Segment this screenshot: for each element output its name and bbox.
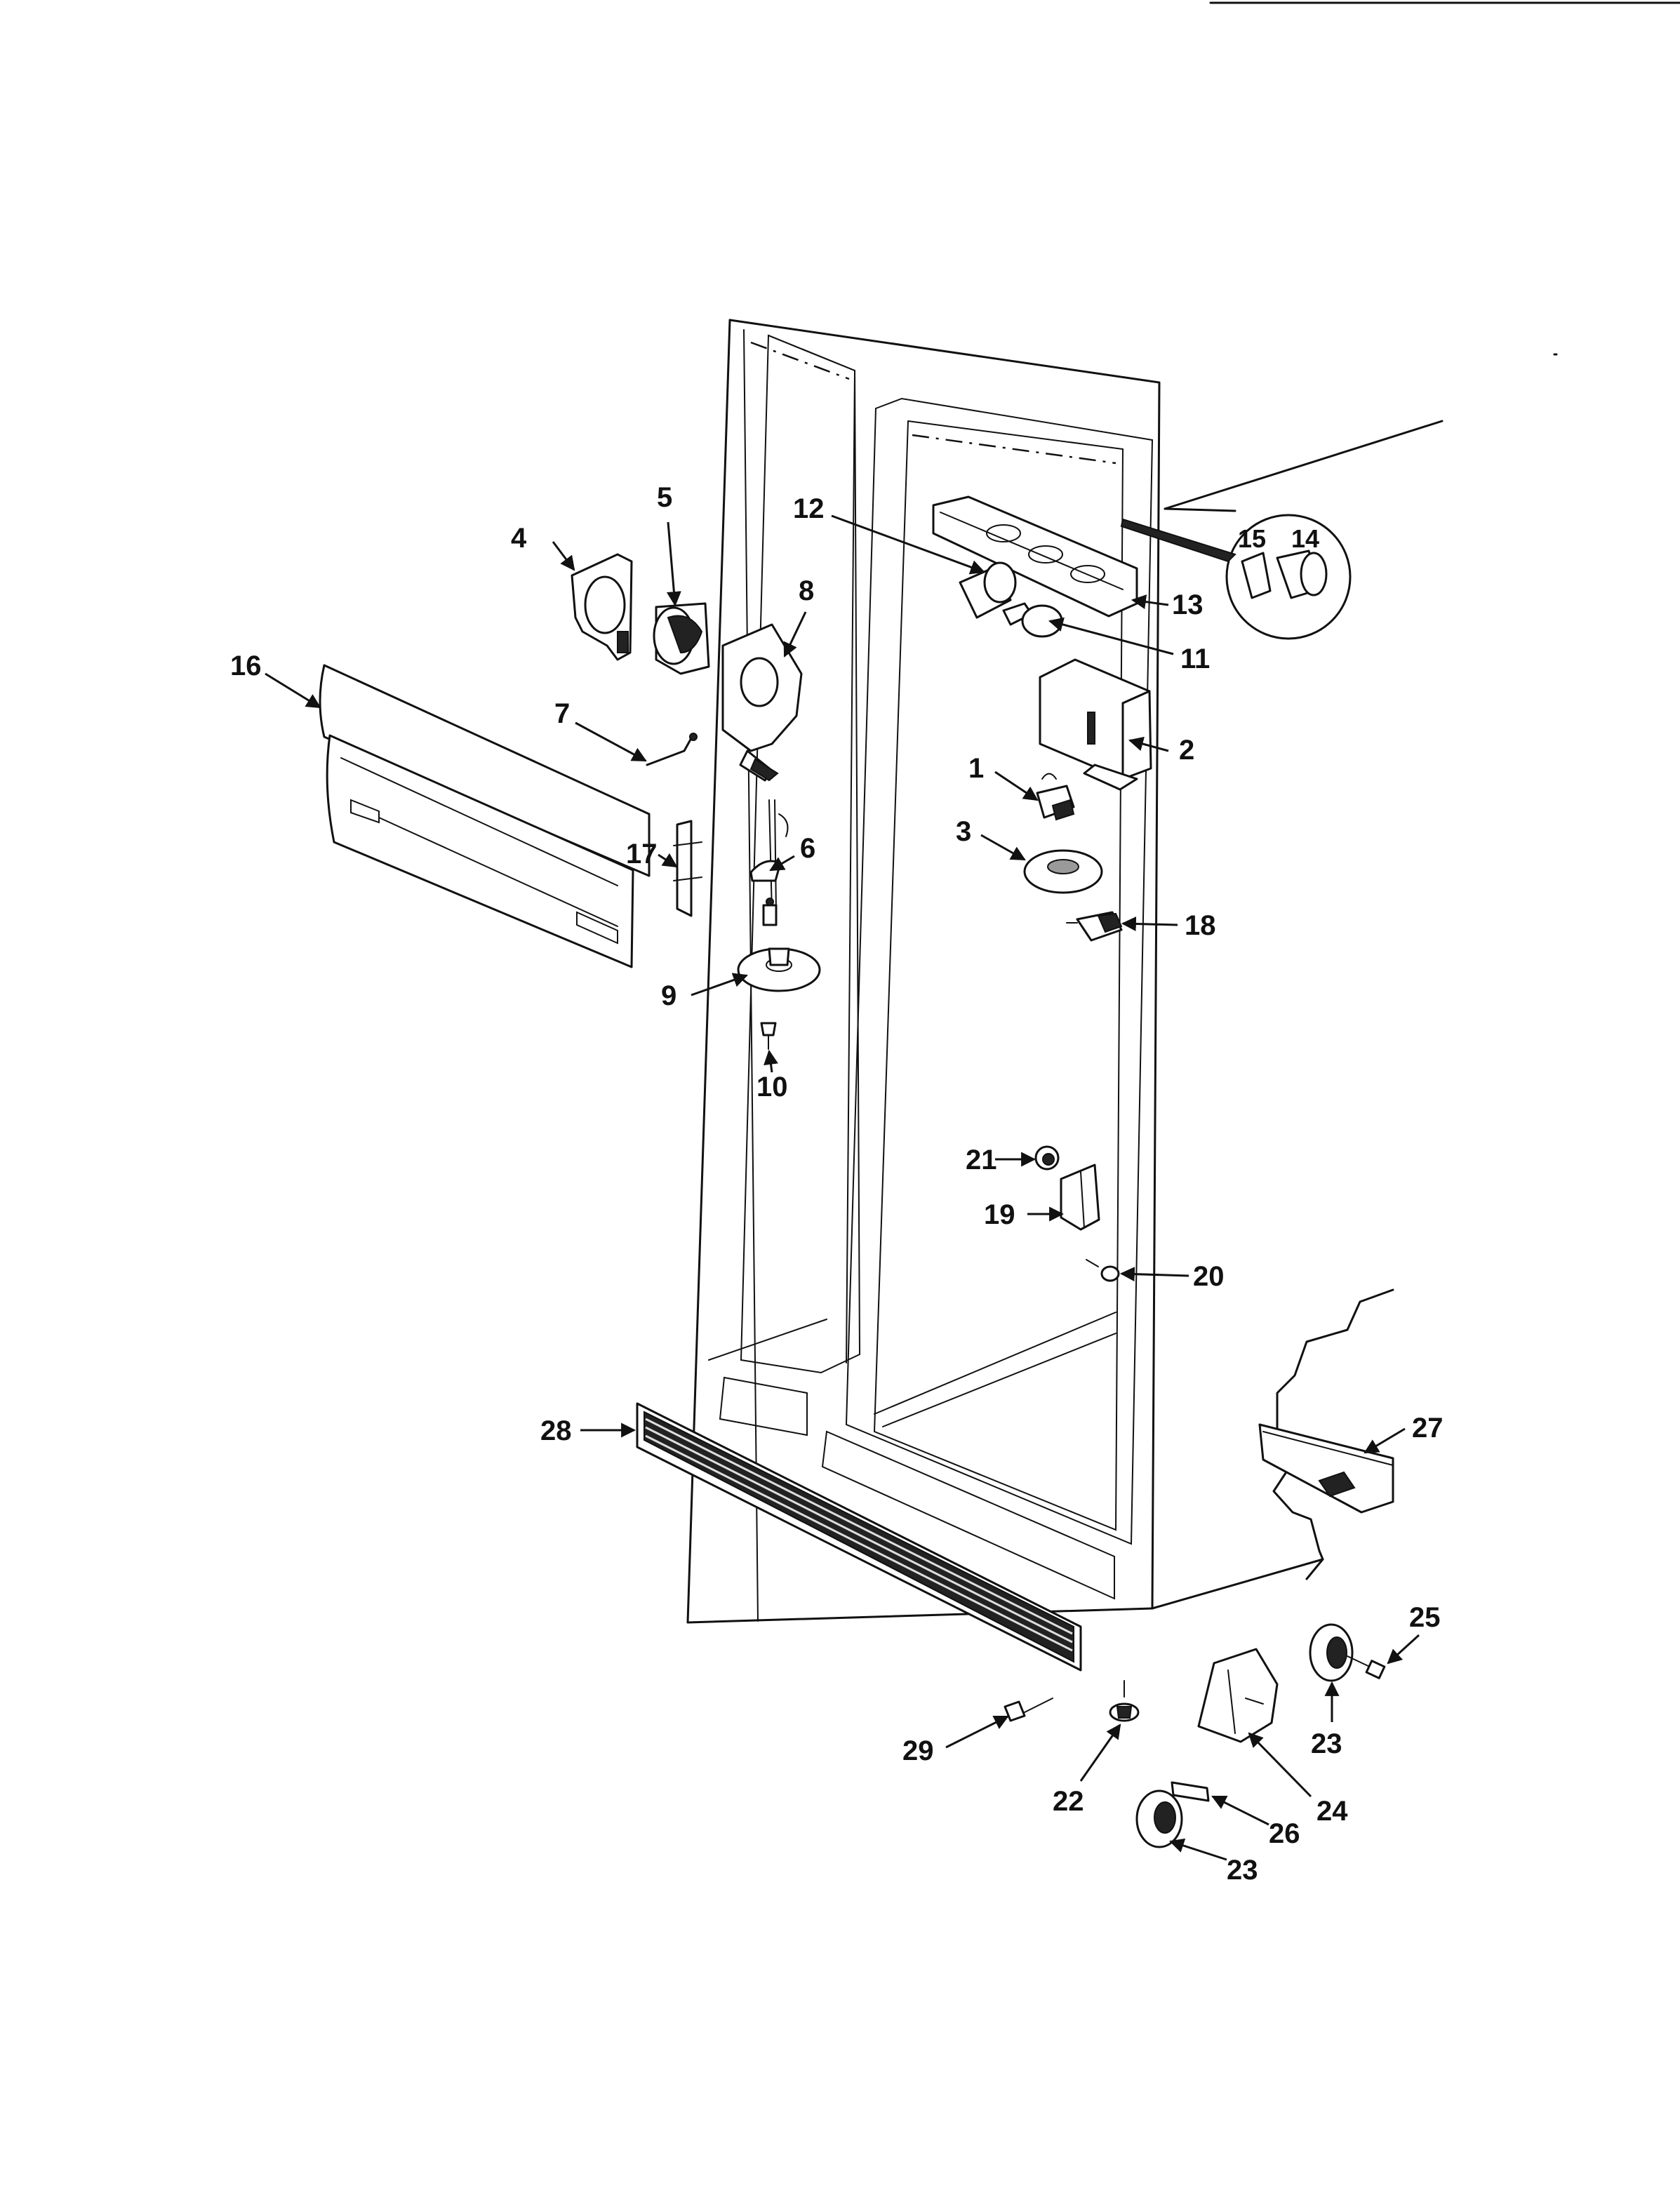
callout-1: 1 xyxy=(968,753,984,784)
hinge-bracket xyxy=(1060,1164,1100,1231)
dispenser-front-panel xyxy=(319,664,651,968)
callout-4: 4 xyxy=(511,523,527,554)
mounting-disc-left xyxy=(737,947,821,992)
callout-21: 21 xyxy=(966,1145,997,1175)
callout-2: 2 xyxy=(1179,735,1194,766)
callout-7: 7 xyxy=(554,698,570,729)
callout-19: 19 xyxy=(984,1199,1015,1230)
actuator-rod xyxy=(768,799,789,913)
callout-23-lower: 23 xyxy=(1227,1855,1258,1886)
callout-11: 11 xyxy=(1180,644,1210,674)
callout-18: 18 xyxy=(1185,910,1216,941)
thermostat-plug xyxy=(1066,911,1123,942)
callout-15: 15 xyxy=(1238,524,1266,553)
callout-10: 10 xyxy=(756,1072,788,1102)
callout-13: 13 xyxy=(1172,589,1204,620)
callout-29: 29 xyxy=(902,1735,934,1766)
roller-lower xyxy=(1135,1781,1210,1848)
kickplate-grille xyxy=(636,1402,1082,1672)
ice-chute-housing xyxy=(721,623,803,782)
callout-16: 16 xyxy=(230,651,262,681)
callout-12: 12 xyxy=(793,493,825,524)
callout-20: 20 xyxy=(1193,1261,1225,1292)
callout-14: 14 xyxy=(1291,524,1319,553)
control-switch xyxy=(1036,773,1075,821)
callout-25: 25 xyxy=(1409,1602,1441,1633)
callout-27: 27 xyxy=(1412,1413,1444,1444)
light-socket xyxy=(959,561,1017,619)
leveling-washer xyxy=(1109,1680,1140,1722)
light-bulb xyxy=(1002,602,1063,638)
cabinet-side-cutaway xyxy=(1258,1288,1394,1561)
roller-upper xyxy=(1309,1623,1386,1682)
hinge-plug xyxy=(1034,1145,1060,1171)
inset-detail-circle xyxy=(1120,514,1352,640)
dispenser-bracket xyxy=(673,820,702,917)
lever-pin xyxy=(646,733,698,766)
callout-9: 9 xyxy=(661,980,676,1011)
leader-lines xyxy=(265,514,1420,1861)
callout-24: 24 xyxy=(1316,1796,1348,1827)
callout-23-upper: 23 xyxy=(1311,1728,1342,1759)
control-box-cover xyxy=(1039,658,1152,791)
callout-8: 8 xyxy=(799,575,814,606)
callout-6: 6 xyxy=(800,833,815,864)
roller-bracket xyxy=(1197,1648,1279,1743)
callout-3: 3 xyxy=(956,816,971,847)
screw-right xyxy=(1086,1259,1120,1282)
cabinet-body xyxy=(686,319,1558,1624)
dispenser-motor xyxy=(653,602,710,675)
callout-17: 17 xyxy=(626,839,658,869)
callout-22: 22 xyxy=(1053,1786,1084,1817)
control-knob-disc xyxy=(1023,849,1103,894)
callout-5: 5 xyxy=(657,482,672,513)
callout-26: 26 xyxy=(1269,1818,1300,1849)
callout-labels: 1 2 3 4 5 6 7 8 9 10 11 12 13 14 15 16 1… xyxy=(230,482,1444,1886)
light-socket-bracket xyxy=(932,495,1138,618)
callout-28: 28 xyxy=(540,1415,572,1446)
grille-clip xyxy=(1004,1698,1053,1722)
screw-left xyxy=(760,1022,777,1050)
actuator-bracket xyxy=(571,553,633,661)
